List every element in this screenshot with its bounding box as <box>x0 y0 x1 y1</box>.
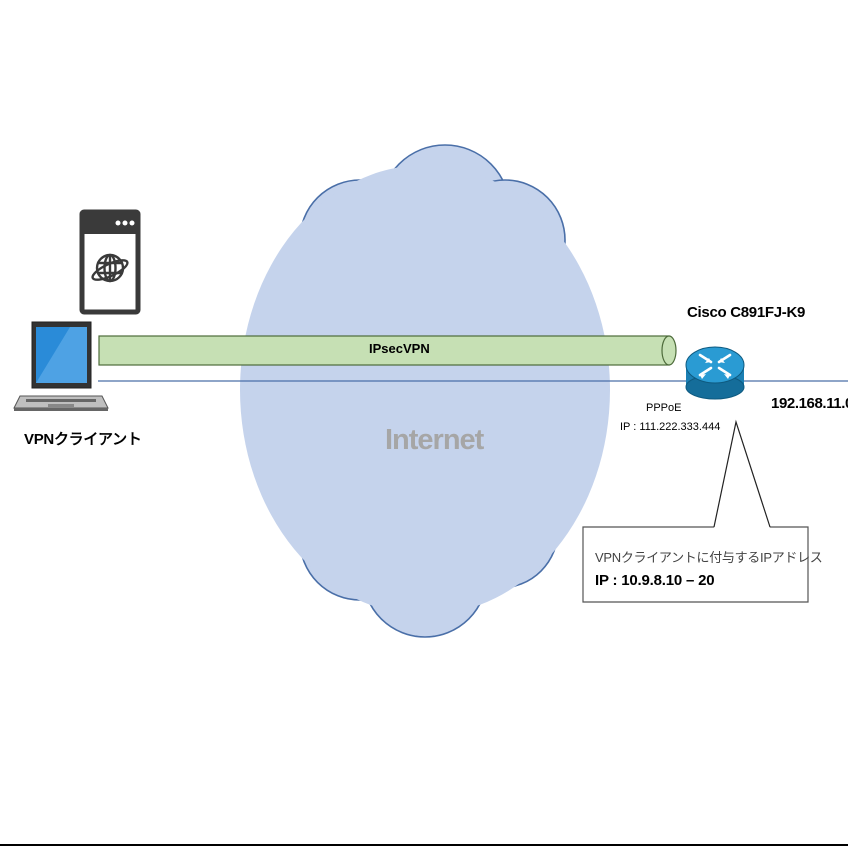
ipsec-vpn-tunnel <box>98 335 677 366</box>
internet-label: Internet <box>385 424 484 456</box>
laptop-icon <box>13 321 109 411</box>
ip-pool-title: VPNクライアントに付与するIPアドレス <box>595 550 823 565</box>
wan-ip-label: IP : 111.222.333.444 <box>620 421 721 433</box>
ip-pool-callout <box>582 419 809 603</box>
router-model-label: Cisco C891FJ-K9 <box>687 304 806 321</box>
ipsec-vpn-label: IPsecVPN <box>369 341 430 356</box>
router-icon <box>685 346 745 400</box>
browser-globe-icon <box>79 209 141 315</box>
vpn-client-label: VPNクライアント <box>24 431 142 448</box>
lan-network-label: 192.168.11.0/ <box>771 395 848 412</box>
ip-pool-range: IP : 10.9.8.10 – 20 <box>595 572 715 589</box>
internet-cloud-fill <box>240 165 610 615</box>
wan-protocol-label: PPPoE <box>646 402 682 414</box>
